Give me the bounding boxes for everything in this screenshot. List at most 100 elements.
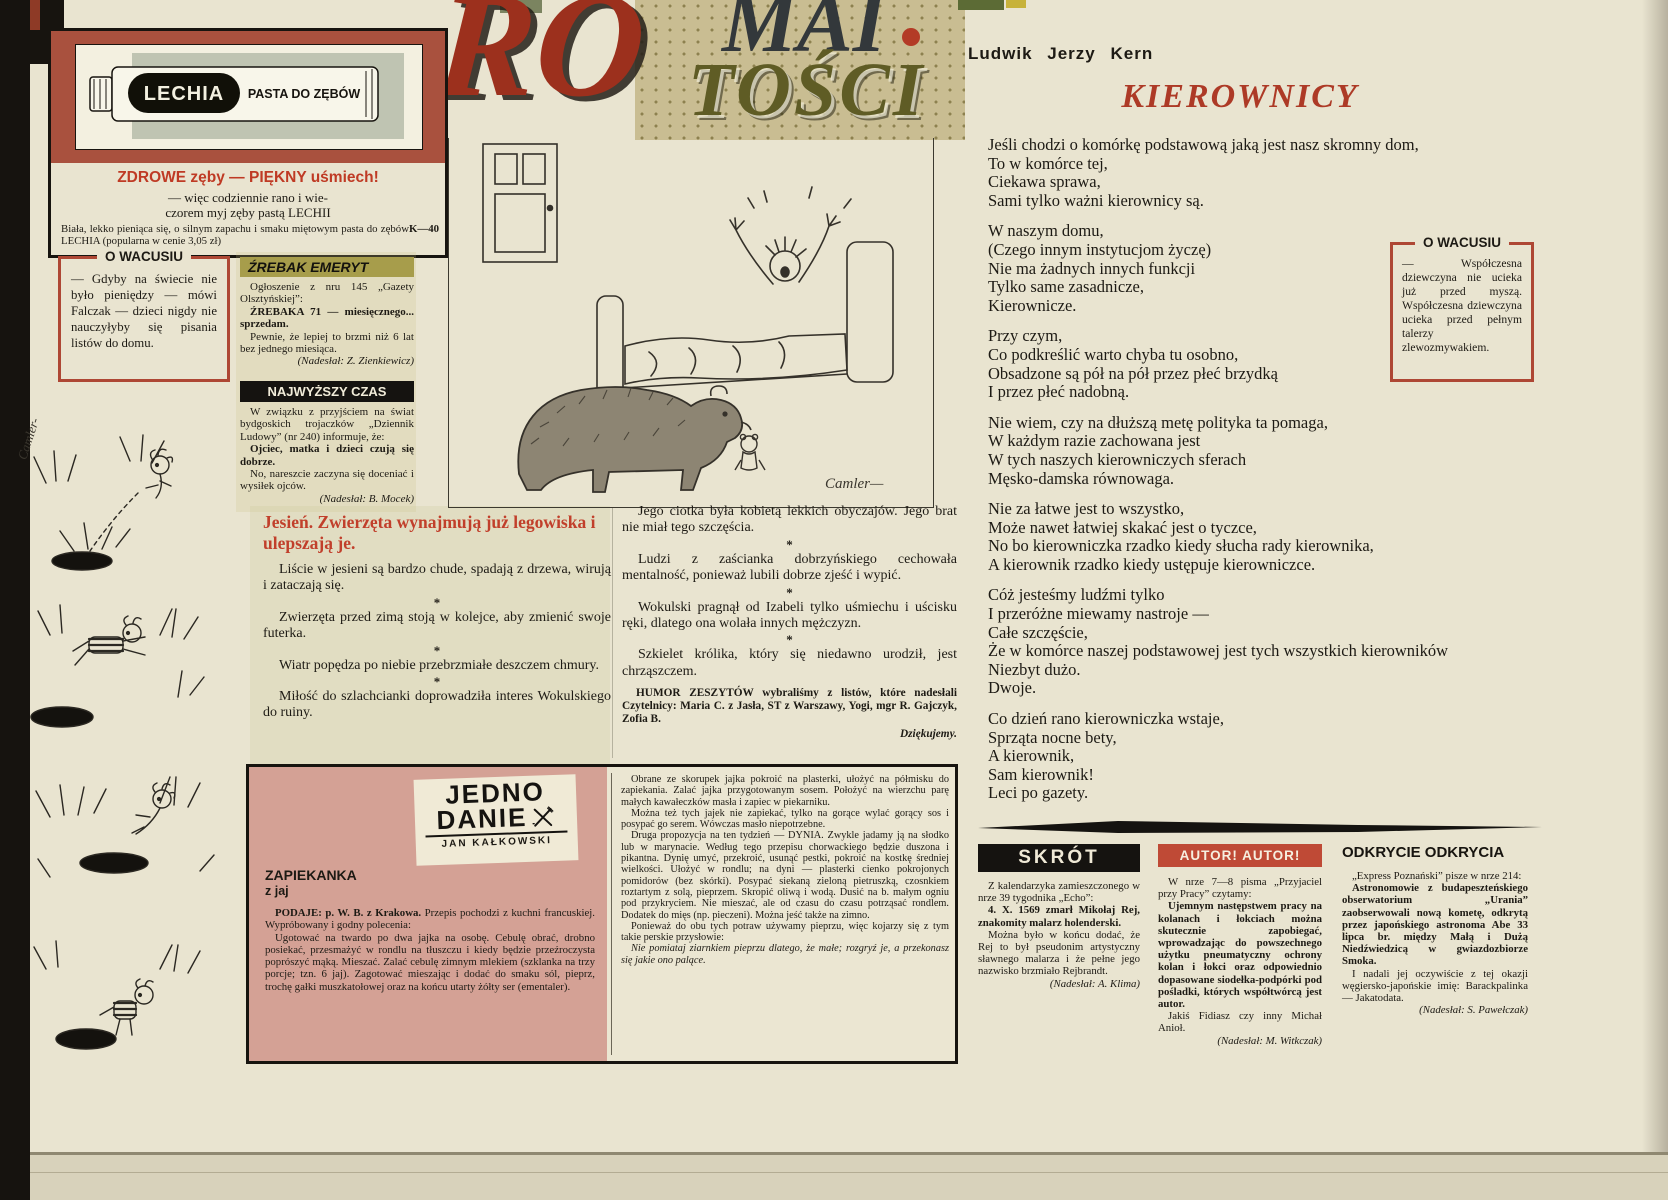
bear-bedroom-cartoon: Camler—	[448, 138, 934, 508]
poem-line: A kierownik rzadko kiedy ustępuje kierow…	[988, 554, 1316, 574]
paragraph: Ogłoszenie z nru 145 „Gazety Olsztyńskie…	[240, 281, 414, 306]
humor-right-items: Jego ciotka była kobietą lekkich obyczaj…	[622, 504, 957, 680]
item-body: „Express Poznański” pisze w nrze 214:Ast…	[1342, 870, 1528, 1016]
poem-stanza: Co dzień rano kierowniczka wstaje,Sprząt…	[988, 709, 1553, 803]
paragraph: (Nadesłał: B. Mocek)	[319, 492, 414, 505]
humor-right-column: Jego ciotka była kobietą lekkich obyczaj…	[622, 504, 957, 740]
paragraph: (Nadesłał: Z. Zienkiewicz)	[297, 355, 414, 368]
item-separator: *	[433, 594, 441, 610]
poem-stanza: Nie wiem, czy na dłuższą metę polityka t…	[988, 412, 1553, 488]
humor-tint	[250, 506, 610, 764]
masthead-red-dot	[902, 28, 920, 46]
ad-subline: — więc codziennie rano i wie-	[168, 190, 328, 205]
ad-fineprint-text: Biała, lekko pieniąca się, o silnym zapa…	[61, 223, 409, 248]
paragraph: (Nadesłał: A. Klima)	[1049, 977, 1140, 990]
item-header: ODKRYCIE ODKRYCIA	[1342, 844, 1505, 861]
paragraph: (Nadesłał: S. Pawełczak)	[1419, 1004, 1528, 1017]
item-separator: *	[786, 536, 793, 552]
poem-body: Jeśli chodzi o komórkę podstawową jaką j…	[988, 135, 1553, 815]
humor-footer: HUMOR ZESZYTÓW wybraliśmy z listów, któr…	[622, 687, 957, 726]
item-separator: *	[433, 674, 441, 690]
recipe-paragraph: Druga propozycja na ten tydzień — DYNIA.…	[621, 830, 949, 921]
strip-panel-2	[30, 604, 205, 728]
box-title: O WACUSIU	[96, 249, 192, 264]
page-bottom-line	[30, 1172, 1668, 1173]
item-header: ŹREBAK EMERYT	[240, 257, 414, 277]
o-wacusiu-box-left: O WACUSIU — Gdyby na świecie nie było pi…	[58, 249, 230, 382]
poem-line: Tylko same zasadnicze,	[988, 277, 1144, 297]
masthead-paper-scrap	[500, 0, 542, 13]
poem-line: Cóż jesteśmy ludźmi tylko	[988, 585, 1165, 605]
poem-line: W naszym domu,	[988, 221, 1104, 241]
paragraph: W związku z przyjściem na świat bydgoski…	[240, 406, 414, 443]
odkrycie-odkrycia-item: ODKRYCIE ODKRYCIA „Express Poznański” pi…	[1342, 844, 1528, 1016]
masthead-paper-scrap	[958, 0, 1004, 10]
bear-figure	[517, 385, 752, 493]
section-divider	[978, 821, 1542, 833]
masthead-paper-scrap	[1006, 0, 1026, 8]
masthead-collage-block	[635, 0, 965, 140]
box-title: O WACUSIU	[1414, 235, 1510, 250]
poem-line: W tych naszych kierowniczych sferach	[988, 449, 1247, 469]
poem-line: Sami tylko ważni kierownicy są.	[988, 190, 1204, 210]
paragraph: Można było w końcu dodać, że Rej to był …	[978, 928, 1140, 978]
poem-line: Co podkreślić warto chyba tu osobno,	[988, 344, 1239, 364]
ad-tube-panel: LECHIA PASTA DO ZĘBÓW	[75, 44, 423, 150]
logo-line2: DANIE	[435, 801, 528, 836]
recipe-subtitle: z jaj	[265, 884, 289, 898]
poem-line: Sam kierownik!	[988, 764, 1094, 784]
recipe-lead-bold: PODAJE: p. W. B. z Krakowa.	[275, 907, 422, 919]
poem-line: A kierownik,	[988, 746, 1075, 766]
recipe-paragraph: PODAJE: p. W. B. z Krakowa. Przepis poch…	[265, 907, 595, 931]
humor-heading: Jesień. Zwierzęta wynajmują już legowisk…	[263, 512, 596, 553]
recipe-paragraph: Obrane ze skorupek jajka pokroić na plas…	[621, 774, 949, 808]
poem-line: Kierownicze.	[988, 295, 1077, 315]
box-text: — Współczesna dziewczyna nie ucieka już …	[1402, 257, 1522, 354]
cartoon-strip-drawing: Camler-	[14, 416, 215, 1050]
bear-cartoon-drawing: Camler—	[482, 143, 894, 493]
recipe-paragraph: Można też tych jajek nie zapiekać, tylko…	[621, 807, 949, 831]
recipe-column-1: PODAJE: p. W. B. z Krakowa. Przepis poch…	[265, 907, 595, 994]
o-wacusiu-box-right: O WACUSIU — Współczesna dziewczyna nie u…	[1390, 235, 1534, 382]
poem-line: (Czego innym instytucjom życzę)	[988, 239, 1212, 259]
poem-line: I przeróżne miewamy nastroje —	[988, 604, 1209, 624]
item-body: W nrze 7—8 pisma „Przyjaciel przy Pracy”…	[1158, 876, 1322, 1047]
item-header: AUTOR! AUTOR!	[1158, 844, 1322, 867]
poem-author: Ludwik Jerzy Kern	[968, 44, 1154, 63]
humor-left-column: Liście w jesieni są bardzo chude, spadaj…	[263, 562, 611, 722]
column-rule	[612, 508, 613, 758]
poem-line: Nie za łatwe jest to wszystko,	[988, 499, 1185, 519]
item-body: Z kalendarzyka zamieszczonego w nrze 39 …	[978, 880, 1140, 990]
masthead-letters-ro: RO	[430, 0, 651, 128]
recipe-column-2: Obrane ze skorupek jajka pokroić na plas…	[621, 774, 949, 966]
poem-line: Sprząta nocne bety,	[988, 727, 1117, 747]
recipe-section: JEDNO DANIE JAN KAŁKOWSKI ZAPIEKANKA z j…	[246, 764, 958, 1064]
recipe-paragraph: Nie pomiataj ziarnkiem pieprzu dlatego, …	[621, 943, 949, 966]
poem-line: Dwoje.	[988, 678, 1037, 698]
humor-item: Ludzi z zaścianka dobrzyńskiego cechował…	[622, 551, 957, 584]
poem-stanza: Jeśli chodzi o komórkę podstawową jaką j…	[988, 135, 1553, 210]
humor-thanks: Dziękujemy.	[900, 728, 957, 741]
toothpaste-ad: LECHIA PASTA DO ZĘBÓW ZDROWE zęby — PIĘK…	[48, 28, 448, 258]
jedno-danie-logo: JEDNO DANIE JAN KAŁKOWSKI	[413, 774, 579, 866]
poem-line: Co dzień rano kierowniczka wstaje,	[988, 709, 1224, 729]
poem-line: No bo kierowniczka rzadko kiedy słucha r…	[988, 536, 1374, 556]
cartoon-strip: Camler-	[10, 413, 235, 1063]
recipe-title: ZAPIEKANKA	[265, 867, 357, 883]
paragraph: W nrze 7—8 pisma „Przyjaciel przy Pracy”…	[1158, 876, 1322, 901]
recipe-paragraph: Ponieważ do obu tych potraw używamy piep…	[621, 920, 949, 944]
ad-code: K—40	[409, 223, 439, 235]
scan-corner-fragment	[30, 0, 40, 30]
paragraph: Ojciec, matka i dzieci czują się dobrze.	[240, 443, 414, 468]
item-header: SKRÓT	[978, 844, 1140, 872]
item-body: W związku z przyjściem na świat bydgoski…	[240, 406, 414, 505]
poem-line: Nie wiem, czy na dłuższą metę polityka t…	[988, 412, 1328, 432]
paragraph: No, nareszcie zaczyna się doceniać i wys…	[240, 468, 414, 493]
humor-item: Jego ciotka była kobietą lekkich obyczaj…	[622, 504, 957, 536]
poem-line: Leci po gazety.	[988, 783, 1089, 803]
humor-item: Wiatr popędza po niebie przebrzmiałe des…	[279, 657, 599, 673]
paragraph: Z kalendarzyka zamieszczonego w nrze 39 …	[978, 880, 1140, 905]
tube-sub-label: PASTA DO ZĘBÓW	[248, 86, 360, 101]
